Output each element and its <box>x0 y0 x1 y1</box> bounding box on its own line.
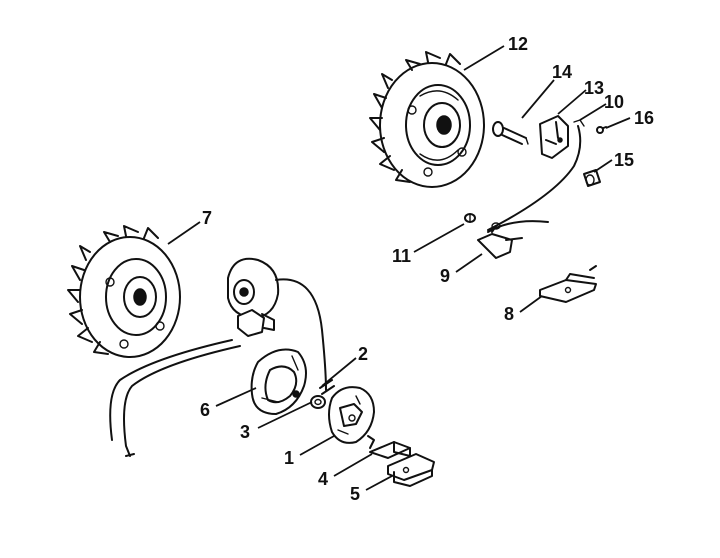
breaker-plate <box>328 386 375 444</box>
leader-14 <box>521 79 555 119</box>
leader-8 <box>519 295 543 313</box>
screw-part-2 <box>319 379 335 395</box>
contact-spring-part-8 <box>539 265 597 303</box>
leader-13 <box>557 89 587 115</box>
screw-part-11 <box>464 213 476 223</box>
callout-12: 12 <box>508 34 528 54</box>
callout-9: 9 <box>440 266 450 286</box>
callout-8: 8 <box>504 304 514 324</box>
leader-2 <box>321 357 357 387</box>
bracket-part-5 <box>387 453 435 487</box>
leader-15 <box>593 159 613 173</box>
callout-4: 4 <box>318 469 328 489</box>
leader-5 <box>365 475 393 491</box>
ignition-coil <box>227 257 280 337</box>
callout-15: 15 <box>614 150 634 170</box>
contact-part-4 <box>367 435 411 459</box>
flywheel-lower <box>67 225 181 358</box>
leader-1 <box>299 435 335 456</box>
switch-part-9 <box>477 220 549 259</box>
callout-1: 1 <box>284 448 294 468</box>
callout-11: 11 <box>392 246 411 266</box>
leader-12 <box>463 45 505 71</box>
bolt-part-14 <box>492 121 529 145</box>
leader-3 <box>257 401 313 429</box>
callout-10: 10 <box>604 92 624 112</box>
leader-10 <box>579 103 607 121</box>
callout-5: 5 <box>350 484 360 504</box>
leader-16 <box>605 117 631 129</box>
leader-lines <box>167 45 631 491</box>
callout-7: 7 <box>202 208 212 228</box>
leader-4 <box>333 453 373 477</box>
leader-7 <box>167 221 201 245</box>
lever-part-13 <box>539 115 569 159</box>
leader-6 <box>215 387 257 407</box>
leader-9 <box>455 253 483 273</box>
sleeve-part-15 <box>583 169 601 187</box>
callout-2: 2 <box>358 344 368 364</box>
callout-labels: 1 2 3 4 5 6 7 8 9 10 11 12 13 14 15 16 <box>200 34 654 504</box>
callout-6: 6 <box>200 400 210 420</box>
ignition-lead-wire <box>109 278 327 457</box>
callout-14: 14 <box>552 62 572 82</box>
washer-part-3 <box>310 395 326 409</box>
screw-part-16 <box>596 126 607 134</box>
callout-16: 16 <box>634 108 654 128</box>
leader-11 <box>413 223 465 253</box>
callout-13: 13 <box>584 78 604 98</box>
cable-part-10 <box>487 119 585 231</box>
flywheel-upper <box>369 51 485 188</box>
callout-3: 3 <box>240 422 250 442</box>
stator-plate <box>250 348 307 415</box>
